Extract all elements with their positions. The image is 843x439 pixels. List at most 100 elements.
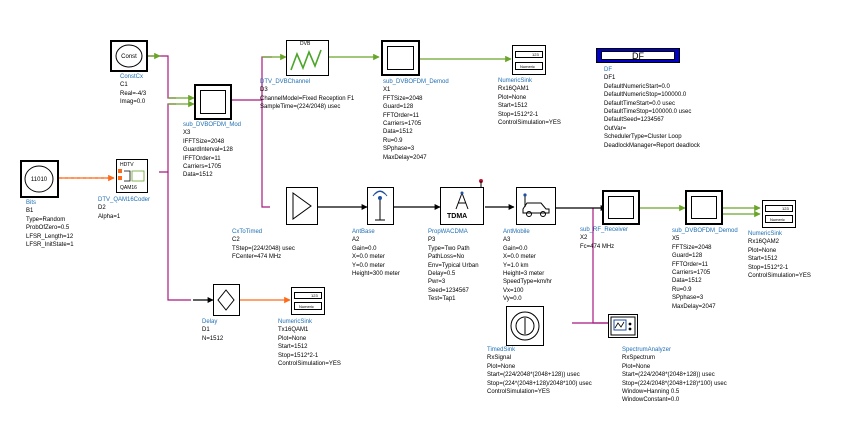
const-icon: Const xyxy=(115,44,143,68)
cx-name: CxToTimed xyxy=(232,229,263,235)
ofdm-demod-block-1[interactable] xyxy=(381,40,420,76)
spectrum-analyzer-block[interactable] xyxy=(608,314,638,338)
timed-name: TimedSink xyxy=(487,347,516,353)
sink3-icon-sub: Numeric xyxy=(299,304,314,309)
spectrum-label: SpectrumAnalyzer RxSpectrum Plot=None St… xyxy=(622,346,727,405)
sink2-instance: Rx16QAM2 xyxy=(748,239,780,246)
propagation-block[interactable]: TDMA xyxy=(440,187,484,225)
const-param: Imag=0.0 xyxy=(120,99,146,106)
prop-param: Pwr=3 xyxy=(428,279,446,286)
sink3-param: Plot=None xyxy=(278,335,307,342)
rfrx-param: Fc=474 MHz xyxy=(580,243,615,250)
cx-param: TStep=(224/2048) usec xyxy=(232,245,295,252)
df-param: DefaultNumericStart=0.0 xyxy=(604,83,670,90)
sink3-name: NumericSink xyxy=(278,319,313,325)
demod1-name: sub_DVBOFDM_Demod xyxy=(383,79,449,85)
sink1-icon-sub: Numeric xyxy=(520,64,535,69)
spectrum-instance: RxSpectrum xyxy=(622,355,656,362)
antenna-icon xyxy=(372,190,388,221)
demod1-label: sub_DVBOFDM_Demod X1 FFTSize=2048 Guard=… xyxy=(383,78,449,162)
mod-instance: X3 xyxy=(183,130,191,137)
cx-to-timed-block[interactable] xyxy=(286,187,318,225)
antenna-base-block[interactable] xyxy=(367,187,394,225)
channel-name: DTV_DVBChannel xyxy=(260,79,311,85)
wire-qam-to-mod xyxy=(159,103,176,173)
demod1-param: Ru=0.9 xyxy=(383,137,403,144)
dvb-channel-block[interactable]: DVB xyxy=(286,40,329,76)
const-label: ConstCx C1 Real=-4/3 Imag=0.0 xyxy=(120,73,146,107)
spectrum-param: Plot=None xyxy=(622,363,651,370)
sink1-param: Stop=1512*2-1 xyxy=(498,111,539,118)
timed-param: Plot=None xyxy=(487,363,516,370)
waveform-icon xyxy=(290,49,322,71)
antbase-param: Y=0.0 meter xyxy=(352,262,385,269)
const-source[interactable]: Const xyxy=(110,40,148,72)
ofdm-demod-block-2[interactable] xyxy=(685,190,723,225)
numeric-sink-1[interactable]: 123 Numeric xyxy=(512,45,546,75)
timed-sink-block[interactable] xyxy=(506,306,544,346)
qam-instance: D2 xyxy=(98,205,106,212)
mod-param: IFFTOrder=11 xyxy=(183,155,221,162)
sink2-param: Start=1512 xyxy=(748,256,778,263)
prop-param: Seed=1234567 xyxy=(428,287,469,294)
qam-icon-bottom: QAM16 xyxy=(120,185,137,191)
sink2-icon-sub: Numeric xyxy=(770,217,785,222)
sink3-instance: Tx16QAM1 xyxy=(278,327,309,334)
antbase-name: AntBase xyxy=(352,229,375,235)
bits-icon: 11010 xyxy=(24,165,54,193)
df-label: DF DF1 DefaultNumericStart=0.0 DefaultNu… xyxy=(604,66,700,150)
qam-label: DTV_QAM16Coder D2 Alpha=1 xyxy=(98,196,150,221)
sink3-param: Stop=1512*2-1 xyxy=(278,352,319,359)
antbase-instance: A2 xyxy=(352,237,360,244)
sink1-param: Plot=None xyxy=(498,94,527,101)
cx-param: FCenter=474 MHz xyxy=(232,254,282,261)
demod2-param: FFTSize=2048 xyxy=(672,244,712,251)
prop-param: Delay=0.5 xyxy=(428,271,456,278)
demod2-param: Data=1512 xyxy=(672,278,702,285)
ofdm-mod-block[interactable] xyxy=(194,84,232,120)
sink3-param: Start=1512 xyxy=(278,344,308,351)
spectrum-param: Start=(224/2048*(2048+128)) usec xyxy=(622,372,715,379)
qam-coder[interactable]: HDTV QAM16 xyxy=(116,159,148,193)
const-name: ConstCx xyxy=(120,74,144,80)
const-icon-text: Const xyxy=(121,54,137,60)
antmobile-param: Vy=0.0 xyxy=(503,296,522,303)
demod2-param: MaxDelay=2047 xyxy=(672,303,716,310)
numeric-sink-2[interactable]: 123 Numeric xyxy=(762,200,796,228)
df-controller[interactable]: DF xyxy=(596,48,680,63)
antmobile-param: Gain=0.0 xyxy=(503,245,528,252)
demod1-param: SPphase=3 xyxy=(383,146,415,153)
bits-param: ProbOfZero=0.5 xyxy=(26,225,70,232)
sink2-icon-text: 123 xyxy=(782,206,789,211)
channel-instance: D3 xyxy=(260,87,268,94)
df-box-label: DF xyxy=(601,51,675,61)
df-param: DefaultTimeStop=100000.0 usec xyxy=(604,109,692,116)
sink3-label: NumericSink Tx16QAM1 Plot=None Start=151… xyxy=(278,318,341,368)
spectrum-param: Window=Hanning 0.5 xyxy=(622,389,680,396)
rf-receiver-block[interactable] xyxy=(602,190,640,225)
sink1-icon-text: 123 xyxy=(532,52,539,57)
df-instance: DF1 xyxy=(604,75,616,82)
mod-name: sub_DVBOFDM_Mod xyxy=(183,122,242,128)
antbase-label: AntBase A2 Gain=0.0 X=0.0 meter Y=0.0 me… xyxy=(352,228,400,278)
antbase-param: Height=300 meter xyxy=(352,271,400,278)
df-param: DefaultNumericStop=100000.0 xyxy=(604,92,687,99)
bits-source[interactable]: 11010 xyxy=(20,160,59,198)
demod1-instance: X1 xyxy=(383,87,391,94)
numeric-sink-3[interactable]: 123 Numeric xyxy=(291,287,325,315)
df-param: OutVar= xyxy=(604,125,627,132)
sink1-instance: Rx16QAM1 xyxy=(498,86,530,93)
antmobile-param: Vx=100 xyxy=(503,287,524,294)
demod1-param: Data=1512 xyxy=(383,129,413,136)
mod-label: sub_DVBOFDM_Mod X3 IFFTSize=2048 GuardIn… xyxy=(183,121,241,180)
bits-param: LFSR_Length=12 xyxy=(26,233,74,240)
cx-instance: C2 xyxy=(232,237,240,244)
antenna-mobile-block[interactable] xyxy=(516,187,556,225)
mod-param: Carriers=1705 xyxy=(183,164,222,171)
bits-instance: B1 xyxy=(26,208,34,215)
delay-param: N=1512 xyxy=(202,335,224,342)
sink1-param: Start=1512 xyxy=(498,103,528,110)
mod-param: GuardInterval=128 xyxy=(183,147,233,154)
antmobile-param: Height=3 meter xyxy=(503,271,545,278)
delay-block[interactable] xyxy=(213,284,240,316)
